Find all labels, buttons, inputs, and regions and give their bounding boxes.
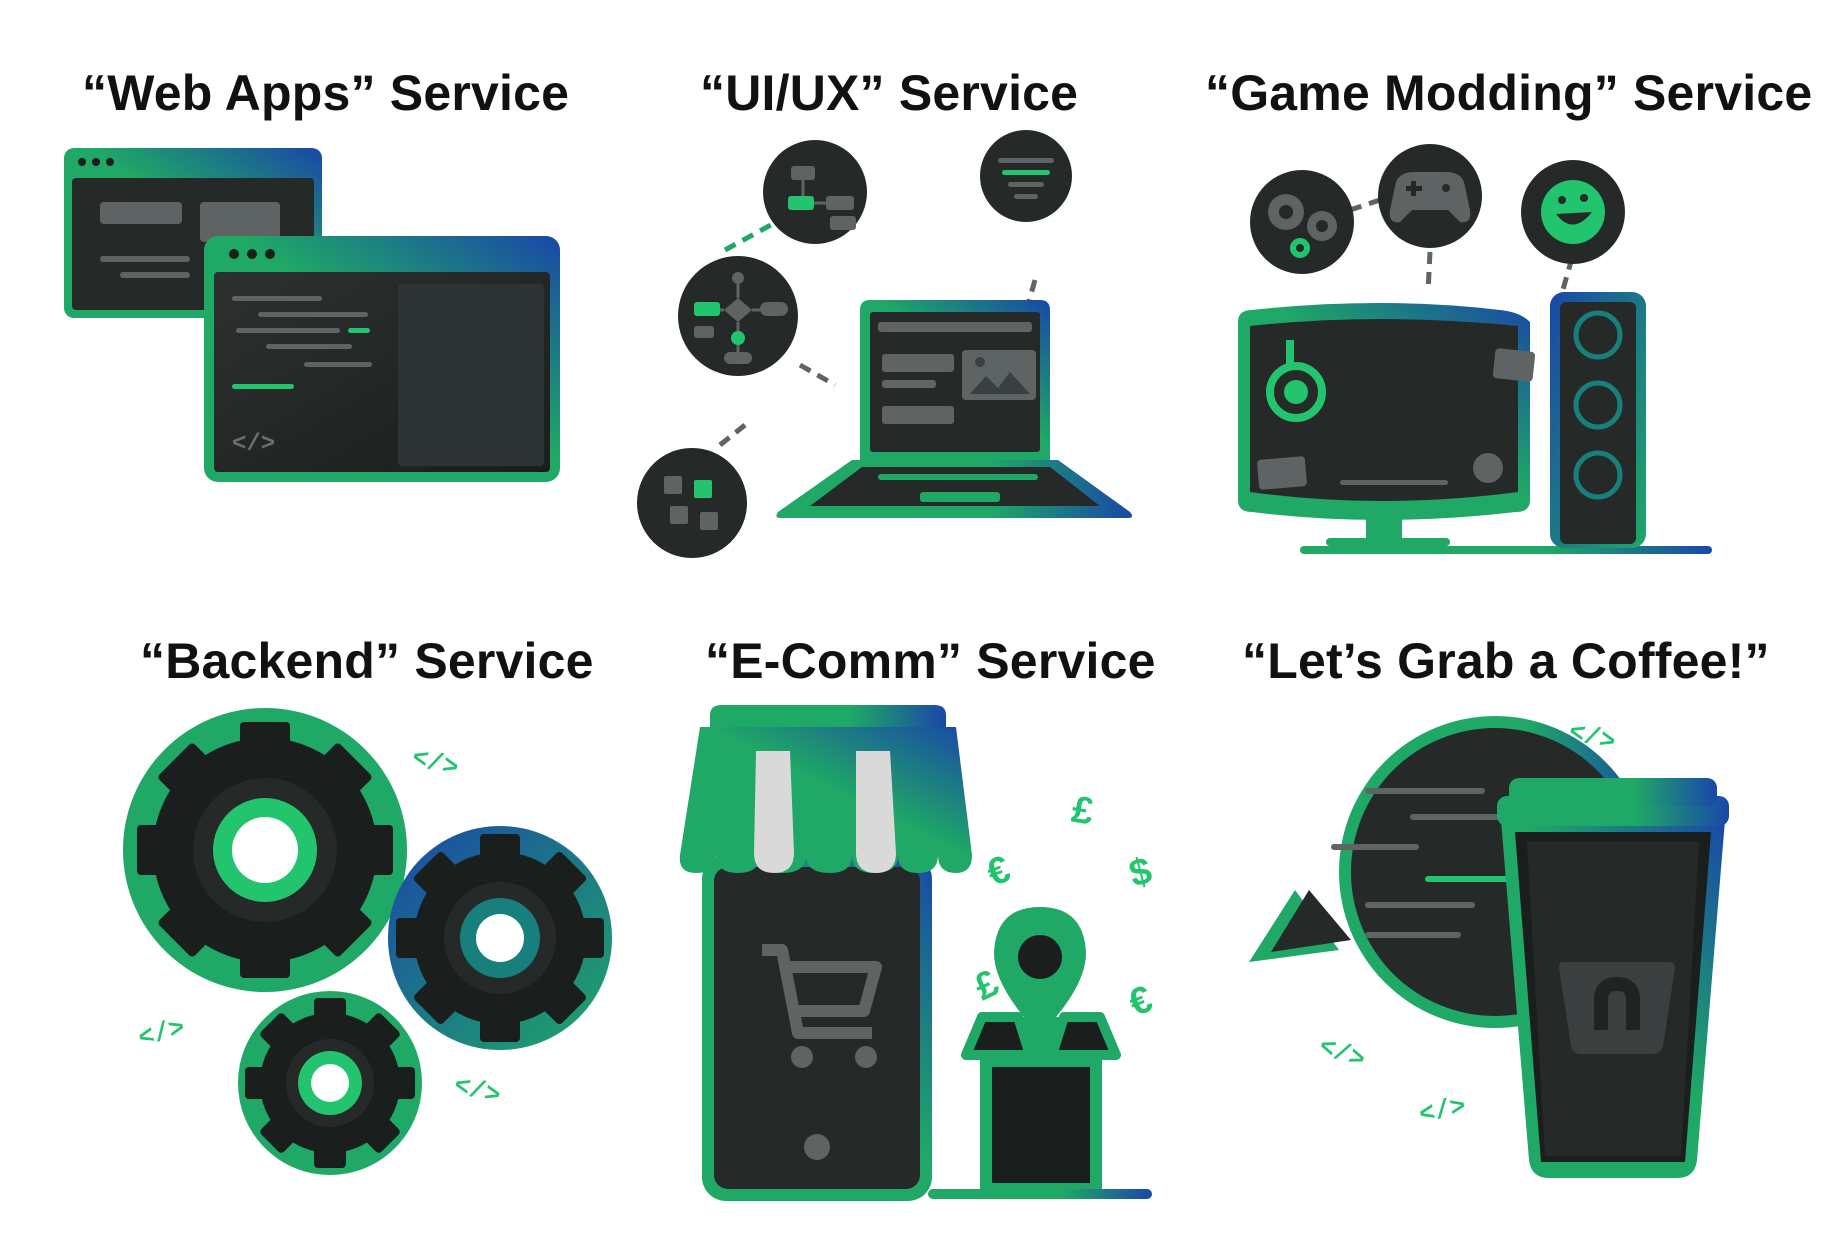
coffee-cup-chat-icon: </> </> </> xyxy=(1249,716,1729,1178)
laptop-wireframe-icon xyxy=(637,130,1133,558)
e-comm-title: “E-Comm” Service xyxy=(705,633,1156,689)
euro-icon-2: € xyxy=(1124,978,1158,1025)
ui-ux-title: “UI/UX” Service xyxy=(700,65,1079,121)
gears-icon: </> </> </> xyxy=(123,708,612,1175)
game-modding-title: “Game Modding” Service xyxy=(1205,65,1813,121)
gear-small xyxy=(238,991,422,1175)
svg-text:</>: </> xyxy=(409,743,462,784)
svg-text:</>: </> xyxy=(1315,1031,1369,1075)
web-apps-title: “Web Apps” Service xyxy=(82,65,570,121)
svg-text:</>: </> xyxy=(232,431,275,458)
browser-windows-icon: </> xyxy=(64,148,560,482)
svg-text:</>: </> xyxy=(135,1013,188,1054)
shopping-cart-icon xyxy=(762,944,882,1039)
coffee-title: “Let’s Grab a Coffee!” xyxy=(1242,633,1770,689)
euro-icon: € xyxy=(982,848,1016,895)
coffee-cup-icon xyxy=(1497,778,1729,1178)
svg-text:</>: </> xyxy=(451,1070,504,1111)
pound-icon: £ xyxy=(1069,789,1097,834)
dollar-icon: $ xyxy=(1125,850,1156,896)
svg-text:</>: </> xyxy=(1417,1091,1469,1130)
gear-large xyxy=(123,708,407,992)
storefront-icon: £ € $ £ € xyxy=(679,705,1158,1201)
gaming-pc-icon xyxy=(1238,144,1712,554)
backend-title: “Backend” Service xyxy=(140,633,594,689)
gear-medium xyxy=(388,826,612,1050)
